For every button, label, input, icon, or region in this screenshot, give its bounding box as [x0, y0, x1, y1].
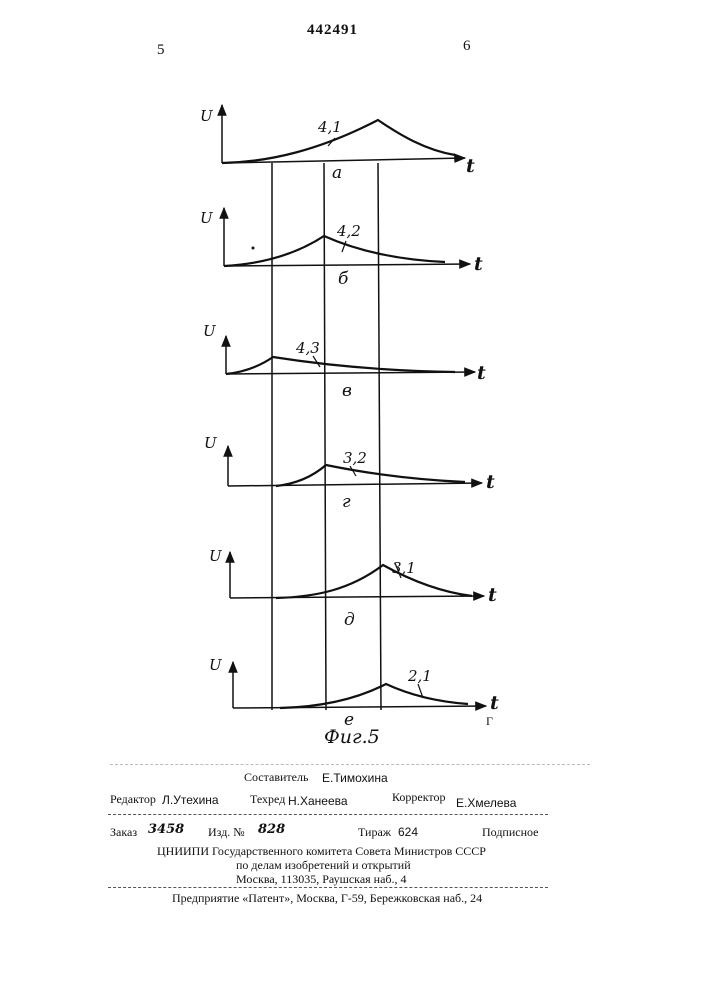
- corner-mark: Г: [486, 714, 493, 729]
- panel-b-t-axis: [224, 264, 470, 266]
- figure-caption: Фиг.5: [324, 726, 380, 748]
- panel-a: [222, 105, 465, 163]
- panel-b-speck: [252, 247, 255, 250]
- panel-c-curve: [226, 357, 455, 374]
- org-line-2: по делам изобретений и открытий: [236, 858, 411, 873]
- printer-line: Предприятие «Патент», Москва, Г-59, Бере…: [172, 891, 482, 906]
- print-run-value: 624: [398, 825, 418, 839]
- panel-f-curve-label: 2,1: [408, 667, 432, 685]
- panel-c-t-label: t: [477, 362, 486, 384]
- panel-f-t-label: t: [490, 692, 499, 714]
- divider-upper: [110, 764, 590, 765]
- corrector-name: Е.Хмелева: [456, 796, 516, 810]
- panel-a-t-label: t: [466, 155, 475, 177]
- timing-diagram-figure: [0, 0, 707, 760]
- order-label: Заказ: [110, 825, 137, 840]
- timing-line-3: [378, 163, 381, 710]
- corrector-label: Корректор: [392, 790, 446, 805]
- panel-d-u-label: U: [204, 434, 217, 452]
- divider-top: [108, 814, 548, 815]
- panel-f-curve: [280, 684, 468, 708]
- panel-e: [230, 552, 484, 598]
- panel-e-curve: [276, 565, 472, 598]
- editor-label: Редактор: [110, 792, 156, 807]
- panel-b-t-label: t: [474, 253, 483, 275]
- panel-d-curve-label: 3,2: [343, 449, 367, 467]
- panel-f: [233, 662, 486, 708]
- panel-e-curve-label: 3,1: [392, 559, 416, 577]
- divider-bottom: [108, 887, 548, 888]
- subscription-label: Подписное: [482, 825, 539, 840]
- panel-e-letter: д: [344, 610, 355, 630]
- panel-c: [226, 336, 475, 374]
- compiler-name: Е.Тимохина: [322, 771, 388, 785]
- panel-a-curve-label: 4,1: [318, 118, 342, 136]
- panel-e-u-label: U: [209, 547, 222, 565]
- editor-name: Л.Утехина: [162, 793, 219, 807]
- print-run-label: Тираж: [358, 825, 391, 840]
- panel-b-curve: [224, 236, 445, 266]
- panel-d-t-axis: [228, 483, 482, 486]
- panel-b-curve-label: 4,2: [337, 222, 361, 240]
- techred-name: Н.Ханеева: [288, 794, 348, 808]
- panel-d-letter: г: [342, 492, 351, 512]
- panel-e-t-axis: [230, 596, 484, 598]
- panel-c-letter: в: [342, 381, 352, 401]
- techred-label: Техред: [250, 792, 285, 807]
- timing-line-2: [324, 163, 326, 710]
- panel-b-u-label: U: [200, 209, 213, 227]
- panel-c-curve-label: 4,3: [296, 339, 320, 357]
- compiler-label: Составитель: [244, 770, 308, 785]
- panel-c-u-label: U: [203, 322, 216, 340]
- panel-c-leader: [313, 356, 320, 367]
- panel-e-t-label: t: [488, 584, 497, 606]
- panel-a-u-label: U: [200, 107, 213, 125]
- panel-a-letter: а: [332, 163, 342, 183]
- panel-d-t-label: t: [486, 471, 495, 493]
- org-line-3: Москва, 113035, Раушская наб., 4: [236, 872, 407, 887]
- org-line-1: ЦНИИПИ Государственного комитета Совета …: [157, 844, 486, 859]
- edition-label: Изд. №: [208, 825, 245, 840]
- panel-f-u-label: U: [209, 656, 222, 674]
- panel-f-t-axis: [233, 706, 486, 708]
- panel-b-letter: б: [338, 269, 348, 289]
- order-value: 3458: [148, 822, 184, 837]
- edition-value: 828: [258, 822, 285, 837]
